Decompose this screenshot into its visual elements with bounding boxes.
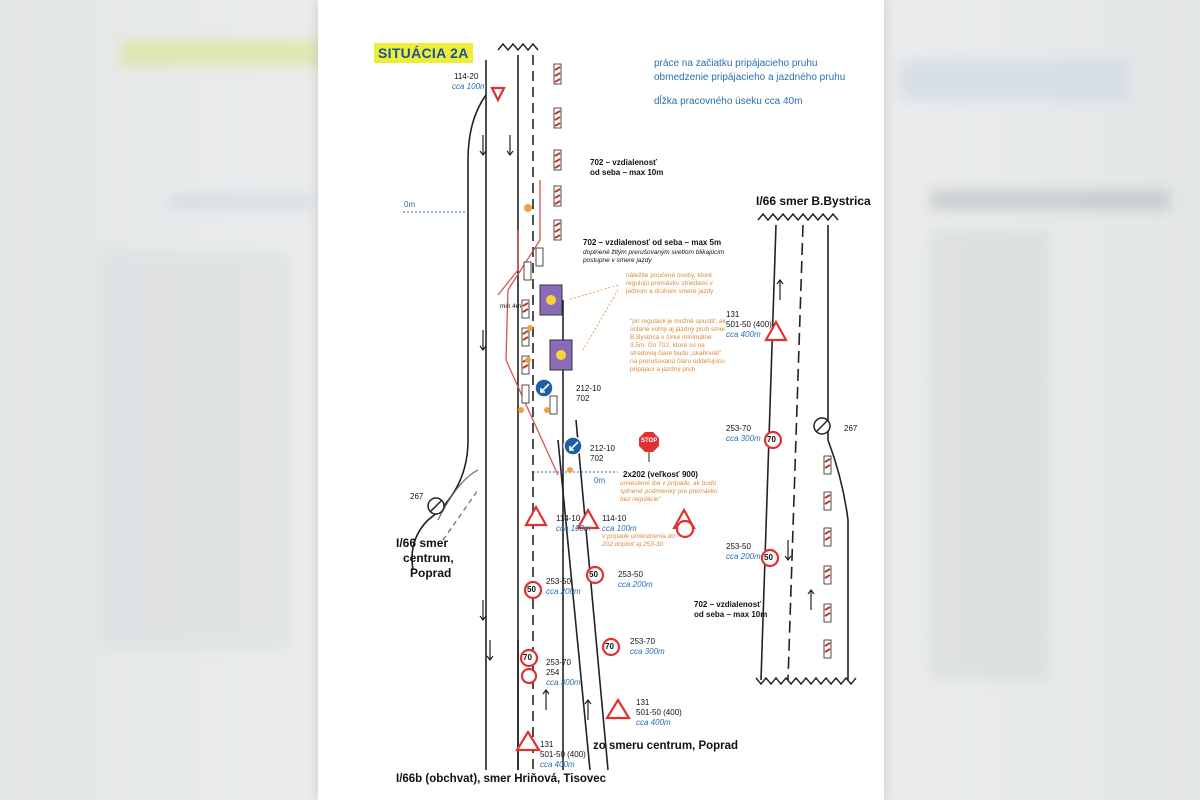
orange-note-2: "pri regulácii je možné upustiť, ak osta… <box>630 318 726 373</box>
blurred-text-left <box>170 195 310 209</box>
note-line-1: práce na začiatku pripájacieho pruhu <box>654 58 818 69</box>
blurred-road-right <box>930 230 1050 680</box>
label-702-mid: 702 – vzdialenosť od seba – max 5m <box>583 238 722 247</box>
vehicle-light-1 <box>546 295 556 305</box>
note-line-3: dĺžka pracovného úseku cca 40m <box>654 96 803 107</box>
label-131-a: 131 <box>540 740 554 749</box>
label-114-b-dist: cca 100m <box>602 524 637 533</box>
stop-sign <box>639 432 659 452</box>
direction-arrows <box>479 135 815 720</box>
label-left-road-3: Poprad <box>410 566 452 580</box>
label-253-70-b-dist: cca 300m <box>630 647 665 656</box>
diagram-sheet: SITUÁCIA 2A práce na začiatku pripájacie… <box>318 0 884 800</box>
main-road-edges <box>411 55 609 771</box>
label-212-a: 212-10 <box>576 384 601 393</box>
label-253-50-a-dist: cca 200m <box>546 587 581 596</box>
label-min4m: min 4m <box>500 303 522 310</box>
label-702-mid-note: doplnené žltým prerušovaným svetlom blik… <box>583 249 725 264</box>
label-bottom-left: I/66b (obchvat), smer Hriňová, Tisovec <box>396 773 607 785</box>
label-left-road-2: centrum, <box>403 551 454 565</box>
speed-label-50-b: 50 <box>589 570 598 579</box>
label-114-20: 114-20 <box>454 72 479 81</box>
label-212-b-b: 702 <box>590 454 604 463</box>
orange-note-1: náležite poučené osoby, ktoré regulujú p… <box>626 272 714 295</box>
label-2x202: 2x202 (veľkosť 900) <box>623 470 698 479</box>
label-r702: 702 – vzdialenosť <box>694 600 761 609</box>
speed-label-70-c: 70 <box>767 435 776 444</box>
label-r267: 267 <box>844 424 858 433</box>
label-131-b: 131 <box>636 698 650 707</box>
label-114-b-note: v prípade umiestnenia do 202 doplniť aj … <box>602 533 675 548</box>
speed-label-70-b: 70 <box>523 653 532 662</box>
label-253-50-b-dist: cca 200m <box>618 580 653 589</box>
label-131-b-b: 501-50 (400) <box>636 708 682 717</box>
blurred-text-right <box>900 60 1130 100</box>
orange-callouts <box>567 284 619 351</box>
label-2x202-note: umiestené iba v prípade, ak budú splnené… <box>620 480 718 503</box>
label-r702-b: od seba – max 10m <box>694 610 768 619</box>
label-stop: STOP <box>641 438 658 444</box>
label-212-b: 212-10 <box>590 444 615 453</box>
warning-lights <box>518 204 573 473</box>
label-zero-mid: 0m <box>594 476 606 485</box>
label-253-70-a: 253-70 <box>546 658 571 667</box>
right-road <box>760 224 849 681</box>
label-253-50-b: 253-50 <box>618 570 643 579</box>
label-r253-70: 253-70 <box>726 424 751 433</box>
left-ramp <box>437 469 479 541</box>
blurred-heading-right <box>930 190 1170 210</box>
speed-label-50-a: 50 <box>527 585 536 594</box>
speed-label-70-a: 70 <box>605 642 614 651</box>
label-131-a-b: 501-50 (400) <box>540 750 586 759</box>
label-114-a-dist: cca 100m <box>556 524 591 533</box>
label-r131-b: 501-50 (400) <box>726 320 772 329</box>
label-bottom-center: zo smeru centrum, Poprad <box>593 740 739 752</box>
label-114-20-dist: cca 100m <box>452 82 487 91</box>
blurred-road-left <box>100 250 290 650</box>
label-114-b: 114-10 <box>602 514 627 523</box>
label-114-a: 114-10 <box>556 514 581 523</box>
note-line-2: obmedzenie pripájacieho a jazdného pruhu <box>654 72 846 83</box>
zero-lines <box>403 211 618 473</box>
label-right-road: I/66 smer B.Bystrica <box>756 194 871 208</box>
road-break-marks <box>497 42 857 686</box>
label-131-b-dist: cca 400m <box>636 718 671 727</box>
label-253-70-b: 253-70 <box>630 637 655 646</box>
label-r253-50: 253-50 <box>726 542 751 551</box>
label-212-a-b: 702 <box>576 394 590 403</box>
label-267-left: 267 <box>410 492 424 501</box>
label-zero-top: 0m <box>404 200 416 209</box>
speed-label-50-c: 50 <box>764 553 773 562</box>
orange-diversion-lines <box>497 180 559 476</box>
barrier-stripes <box>522 66 831 653</box>
label-702-top-b: od seba – max 10m <box>590 168 664 177</box>
label-253-50-a: 253-50 <box>546 577 571 586</box>
vehicle-light-2 <box>556 350 566 360</box>
label-r253-50-dist: cca 200m <box>726 552 761 561</box>
label-131-a-dist: cca 400m <box>540 760 575 769</box>
label-left-road-1: I/66 smer <box>396 536 449 550</box>
speed-signs <box>519 430 783 685</box>
label-253-70-a-dist: cca 300m <box>546 678 581 687</box>
label-702-top: 702 – vzdialenosť <box>590 158 657 167</box>
label-254: 254 <box>546 668 560 677</box>
label-r253-70-dist: cca 300m <box>726 434 761 443</box>
blurred-highlight-left <box>120 40 320 66</box>
traffic-diagram <box>403 42 857 771</box>
label-r131: 131 <box>726 310 740 319</box>
label-r131-dist: cca 400m <box>726 330 761 339</box>
page-title: SITUÁCIA 2A <box>374 43 473 63</box>
